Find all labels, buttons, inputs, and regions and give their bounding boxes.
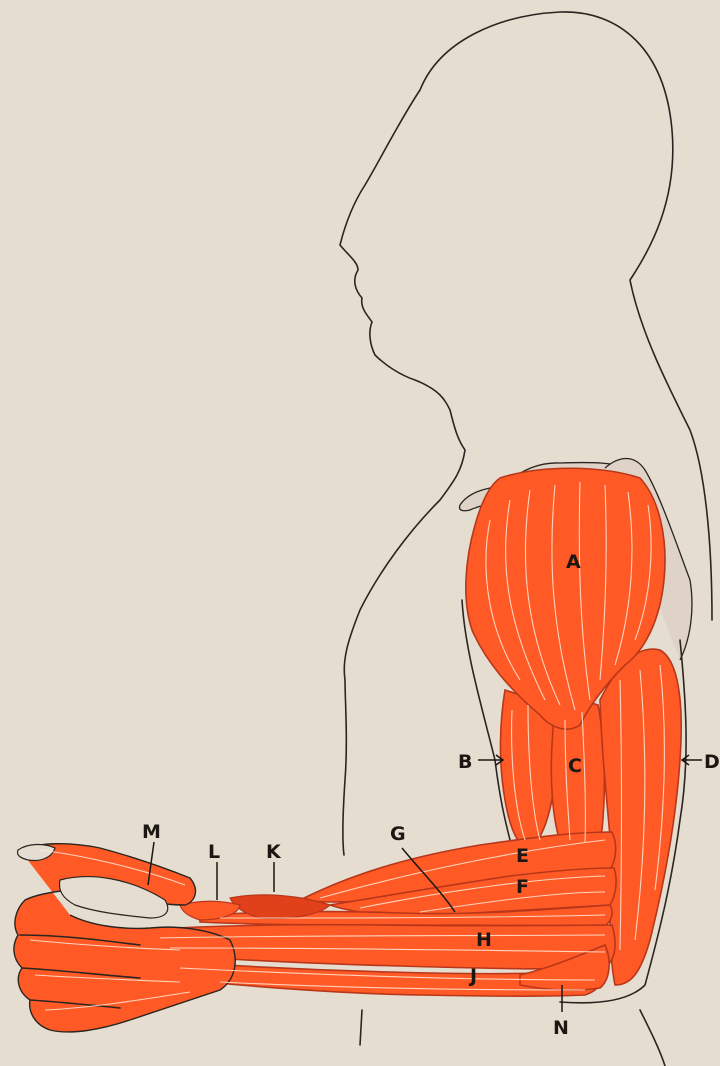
label-H: H bbox=[476, 929, 492, 951]
label-E: E bbox=[516, 845, 529, 867]
label-B: B bbox=[458, 751, 472, 773]
torso-outline-2 bbox=[360, 1010, 362, 1045]
label-M: M bbox=[142, 821, 161, 843]
label-K: K bbox=[266, 841, 282, 863]
hand-outline bbox=[14, 844, 235, 1032]
label-J: J bbox=[468, 965, 477, 987]
label-G: G bbox=[390, 823, 406, 845]
label-N: N bbox=[553, 1017, 569, 1039]
label-A: A bbox=[566, 551, 581, 573]
label-D: D bbox=[704, 751, 720, 773]
label-F: F bbox=[516, 876, 529, 898]
label-C: C bbox=[568, 755, 582, 777]
pointer-B bbox=[478, 755, 503, 765]
label-L: L bbox=[208, 841, 220, 863]
torso-outline bbox=[640, 1010, 665, 1066]
